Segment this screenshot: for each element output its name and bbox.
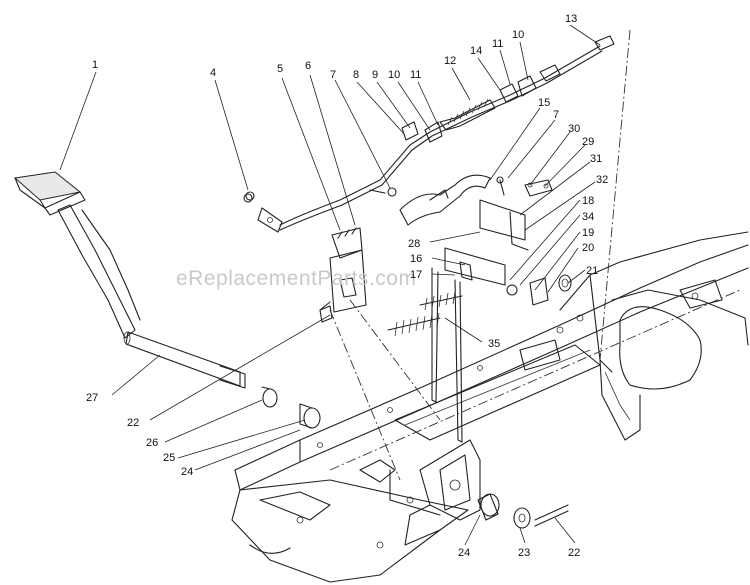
callout-15: 15 [538, 97, 550, 109]
callout-20: 20 [582, 242, 594, 254]
callout-6: 6 [305, 60, 311, 72]
callout-7b: 7 [553, 109, 559, 121]
callout-18: 18 [582, 195, 594, 207]
pedal-bracket [404, 439, 481, 546]
callout-34: 34 [582, 211, 594, 223]
brake-pedal [13, 171, 321, 429]
callout-1: 1 [92, 59, 98, 71]
callout-8: 8 [353, 69, 359, 81]
callout-11b: 11 [492, 38, 503, 50]
callout-13: 13 [565, 13, 577, 25]
callout-35: 35 [488, 338, 500, 350]
brake-lever-assembly [245, 174, 572, 529]
callout-24b: 24 [458, 547, 470, 559]
callout-17: 17 [410, 269, 422, 281]
callout-28: 28 [408, 238, 420, 250]
callout-14: 14 [470, 45, 482, 57]
callout-4: 4 [210, 67, 216, 79]
callout-23: 23 [518, 547, 530, 559]
callout-25: 25 [163, 452, 175, 464]
callout-9: 9 [372, 69, 378, 81]
brake-cable-assembly [243, 35, 615, 233]
callout-26: 26 [146, 437, 158, 449]
callout-32: 32 [596, 174, 608, 186]
front-plate [231, 459, 469, 583]
callout-21: 21 [586, 265, 598, 277]
callout-10b: 10 [512, 29, 524, 41]
callout-12: 12 [444, 55, 456, 67]
callout-5: 5 [277, 63, 283, 75]
callout-19: 19 [582, 227, 594, 239]
callout-27: 27 [86, 392, 98, 404]
callout-24: 24 [181, 466, 193, 478]
alignment-lines [329, 29, 631, 481]
callout-30: 30 [568, 123, 580, 135]
watermark-text: eReplacementParts.com [176, 267, 416, 290]
callout-11: 11 [410, 69, 421, 81]
callout-10: 10 [388, 69, 400, 81]
callout-29: 29 [582, 136, 594, 148]
callout-31: 31 [590, 153, 602, 165]
callout-16: 16 [410, 253, 422, 265]
callout-labels: 1 4 5 6 7 8 9 10 11 12 14 11 10 13 15 7 … [86, 13, 608, 559]
leader-lines [59, 24, 601, 546]
callout-22: 22 [127, 417, 139, 429]
callout-22b: 22 [568, 547, 580, 559]
callout-7: 7 [330, 69, 336, 81]
